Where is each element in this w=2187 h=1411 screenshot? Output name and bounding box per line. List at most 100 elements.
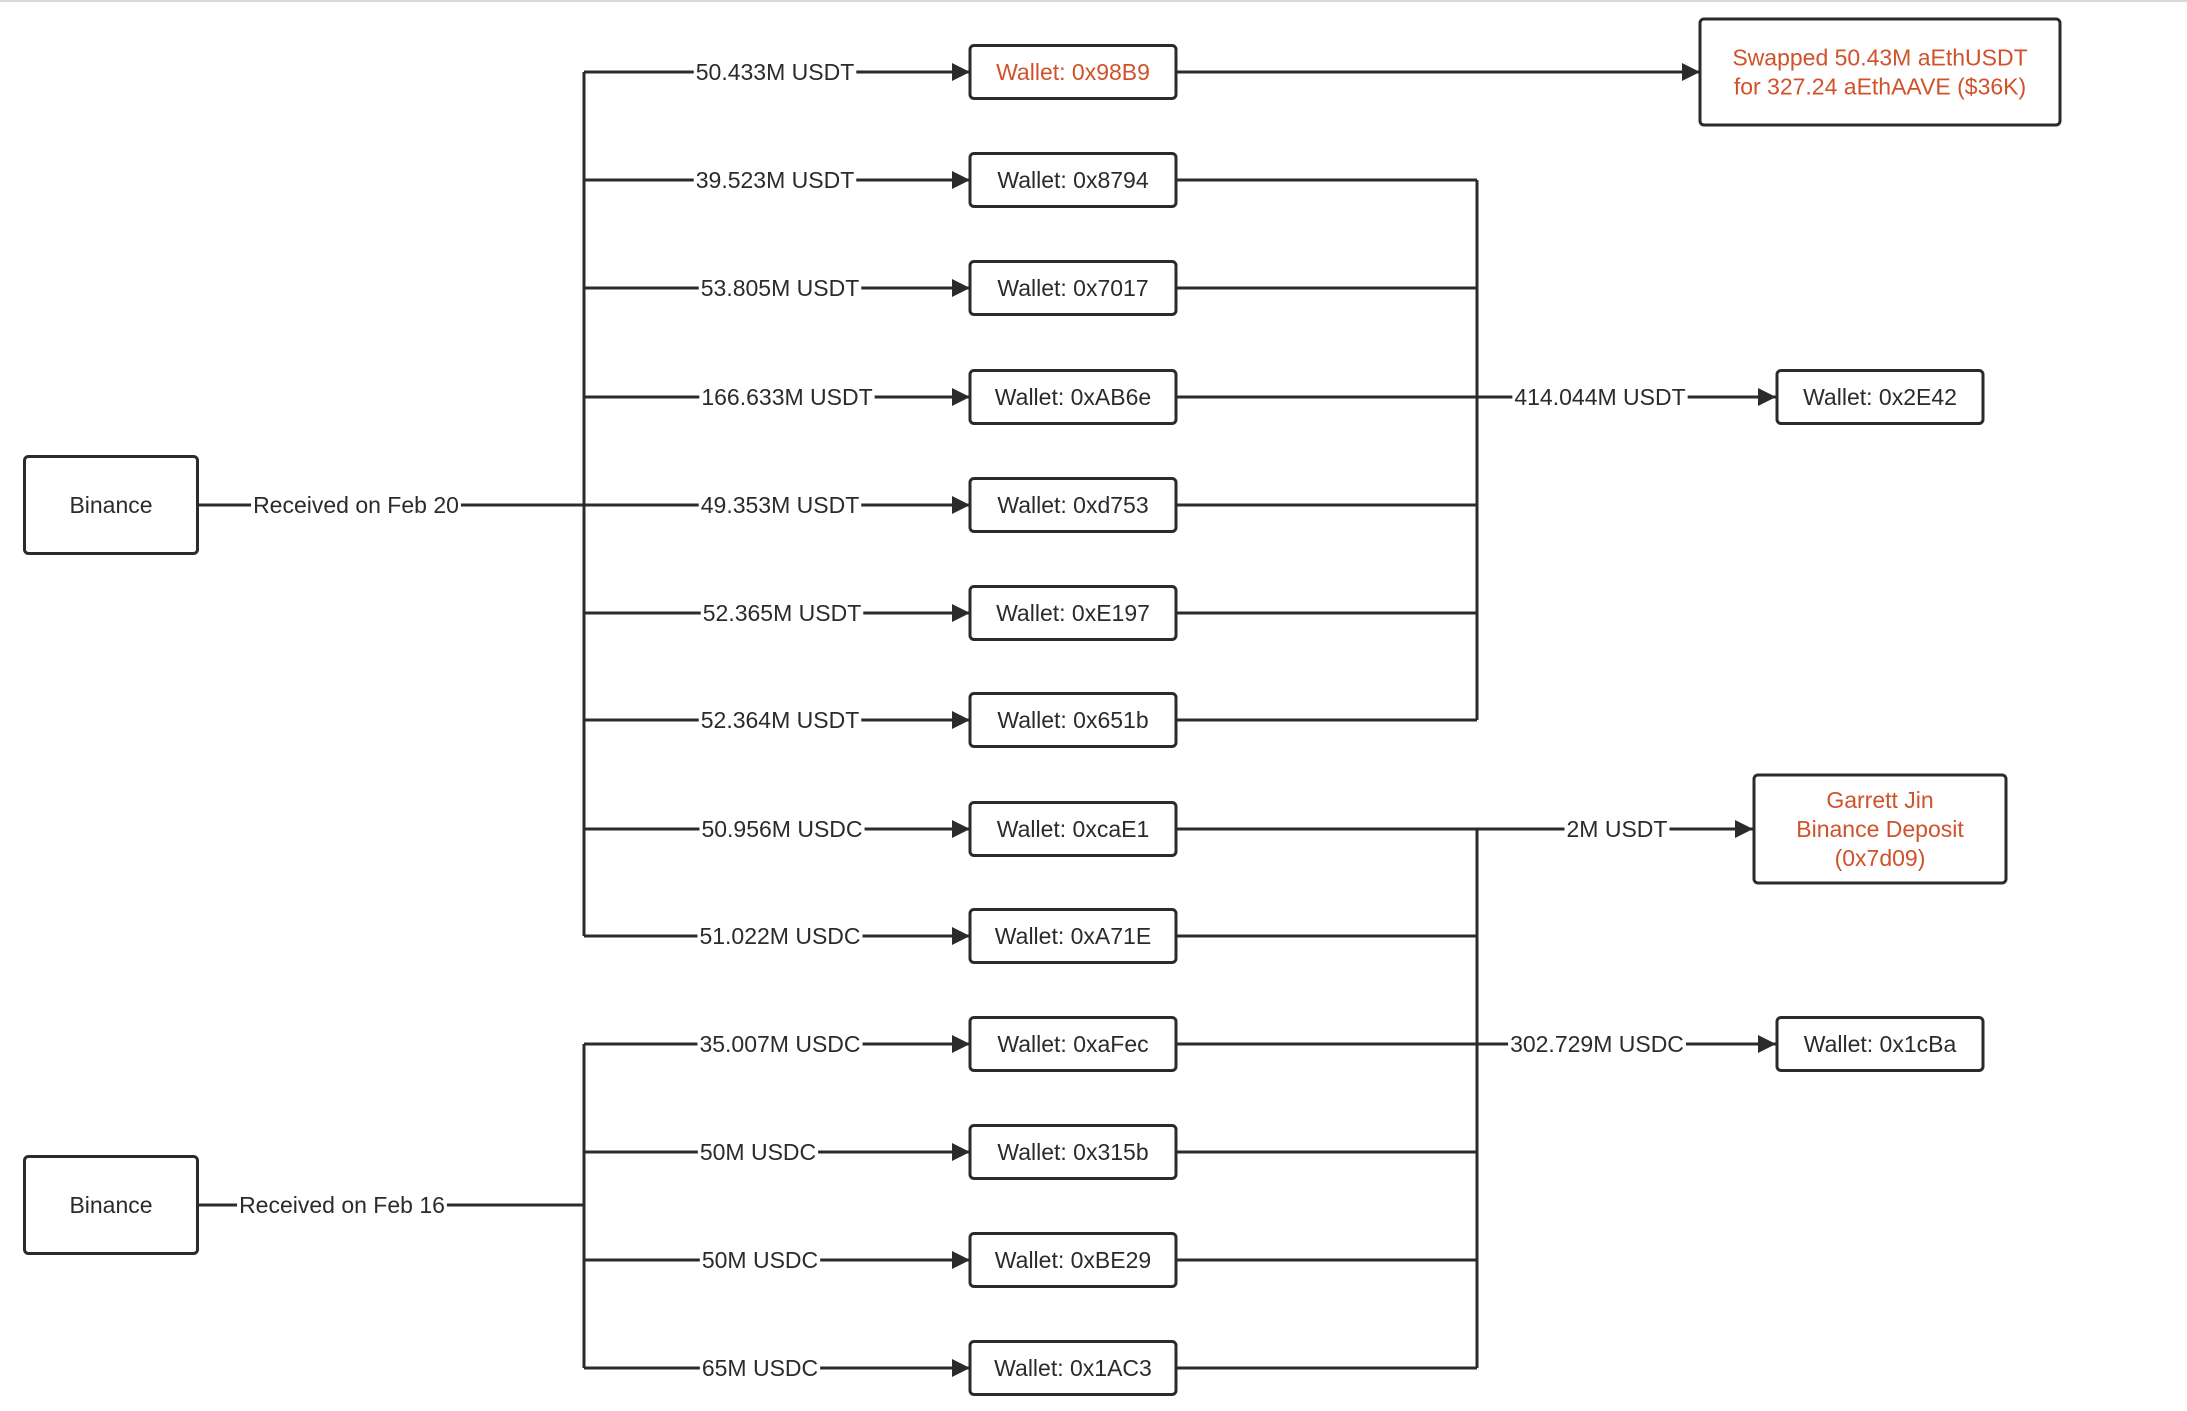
merge-amount-usdt-group: 414.044M USDT: [1512, 384, 1688, 410]
transfer-amount-wallet-0xe197: 52.365M USDT: [703, 600, 862, 626]
wallet-node-wallet-0x8794: Wallet: 0x8794: [968, 152, 1178, 208]
transfer-amount-wallet-0x98b9-group: 50.433M USDT: [693, 59, 857, 85]
transfer-amount-wallet-0x651b-group: 52.364M USDT: [698, 707, 862, 733]
transfer-amount-wallet-0x1ac3-background: [699, 1355, 821, 1381]
transfer-amount-wallet-0xd753-background: [698, 492, 862, 518]
top-border: [0, 0, 2187, 2]
transfer-amount-wallet-0xd753-group: 49.353M USDT: [698, 492, 862, 518]
transfer-amount-wallet-0xd753: 49.353M USDT: [701, 492, 860, 518]
transfer-amount-wallet-0x7017-group: 53.805M USDT: [698, 275, 862, 301]
transfer-amount-wallet-0x8794: 39.523M USDT: [696, 167, 855, 193]
wallet-node-wallet-0xcae1-box: [968, 801, 1178, 857]
wallet-node-wallet-0xcae1-text: Wallet: 0xcaE1: [997, 816, 1150, 842]
wallet-node-wallet-0x7017-box: [968, 260, 1178, 316]
wallet-node-wallet-0xcae1: Wallet: 0xcaE1: [968, 801, 1178, 857]
transfer-amount-wallet-0x98b9-background: [693, 59, 857, 85]
transfer-amount-wallet-0x8794-background: [693, 167, 857, 193]
wallet-node-wallet-0xafec: Wallet: 0xaFec: [968, 1016, 1178, 1072]
destination-wallet-1cba-box: [1775, 1016, 1985, 1072]
wallet-node-wallet-0xab6e: Wallet: 0xAB6e: [968, 369, 1178, 425]
wallet-node-wallet-0x98b9-text: Wallet: 0x98B9: [996, 59, 1150, 85]
edge-label-binance-feb16: Received on Feb 16: [239, 1192, 445, 1218]
destination-swap: Swapped 50.43M aEthUSDT for 327.24 aEthAA…: [1698, 17, 2062, 127]
edge-label-binance-feb20-background: [251, 492, 461, 518]
source-node-binance-feb16: Binance: [23, 1155, 199, 1255]
transfer-amount-wallet-0xafec-group: 35.007M USDC: [697, 1031, 863, 1057]
edge-labels: Received on Feb 20 Received on Feb 16 50.4…: [237, 59, 1688, 1381]
transfer-amount-wallet-0x651b-background: [698, 707, 862, 733]
wallet-node-wallet-0x651b: Wallet: 0x651b: [968, 692, 1178, 748]
transfer-amount-wallet-0xa71e-background: [697, 923, 863, 949]
merge-amount-usdc: 302.729M USDC: [1510, 1031, 1684, 1057]
source-node-binance-feb20: Binance: [23, 455, 199, 555]
deposit-amount-background: [1564, 816, 1670, 842]
destination-swap-box: [1698, 17, 2062, 127]
wallet-node-wallet-0x98b9: Wallet: 0x98B9: [968, 44, 1178, 100]
merge-amount-usdc-group: 302.729M USDC: [1508, 1031, 1686, 1057]
destination-wallet-2e42-box: [1775, 369, 1985, 425]
wallet-node-wallet-0x7017-text: Wallet: 0x7017: [997, 275, 1148, 301]
wallet-node-wallet-0xa71e-text: Wallet: 0xA71E: [995, 923, 1151, 949]
wallet-node-wallet-0xab6e-box: [968, 369, 1178, 425]
wallet-node-wallet-0xafec-text: Wallet: 0xaFec: [997, 1031, 1148, 1057]
transfer-amount-wallet-0x315b-background: [697, 1139, 819, 1165]
transfer-amount-wallet-0xab6e-group: 166.633M USDT: [699, 384, 875, 410]
source-node-binance-feb16-box: [23, 1155, 199, 1255]
wallet-node-wallet-0xbe29-text: Wallet: 0xBE29: [995, 1247, 1151, 1273]
source-node-binance-feb16-text: Binance: [69, 1192, 152, 1218]
transfer-amount-wallet-0x315b: 50M USDC: [700, 1139, 816, 1165]
transfer-amount-wallet-0xafec-background: [697, 1031, 863, 1057]
wallet-node-wallet-0x651b-text: Wallet: 0x651b: [997, 707, 1148, 733]
transfer-amount-wallet-0x1ac3: 65M USDC: [702, 1355, 818, 1381]
destination-wallet-1cba: Wallet: 0x1cBa: [1775, 1016, 1985, 1072]
wallet-node-wallet-0xd753-text: Wallet: 0xd753: [997, 492, 1148, 518]
wallet-node-wallet-0x1ac3: Wallet: 0x1AC3: [968, 1340, 1178, 1396]
transfer-amount-wallet-0x98b9: 50.433M USDT: [696, 59, 855, 85]
destination-swap-text-2: for 327.24 aEthAAVE ($36K): [1734, 74, 2026, 100]
transfer-amount-wallet-0xa71e: 51.022M USDC: [699, 923, 860, 949]
merge-amount-usdc-background: [1508, 1031, 1686, 1057]
wallet-node-wallet-0xe197-box: [968, 585, 1178, 641]
transfer-amount-wallet-0xafec: 35.007M USDC: [699, 1031, 860, 1057]
wallet-node-wallet-0xd753: Wallet: 0xd753: [968, 477, 1178, 533]
destination-garrett-jin-deposit-box: [1752, 773, 2008, 885]
wallet-node-wallet-0x315b-text: Wallet: 0x315b: [997, 1139, 1148, 1165]
wallet-node-wallet-0x1ac3-text: Wallet: 0x1AC3: [994, 1355, 1152, 1381]
wallet-node-wallet-0xafec-box: [968, 1016, 1178, 1072]
transfer-amount-wallet-0x1ac3-group: 65M USDC: [699, 1355, 821, 1381]
destination-wallet-2e42-text: Wallet: 0x2E42: [1803, 384, 1957, 410]
wallet-node-wallet-0x315b: Wallet: 0x315b: [968, 1124, 1178, 1180]
edge-label-binance-feb16-background: [237, 1192, 447, 1218]
transfer-amount-wallet-0xab6e: 166.633M USDT: [701, 384, 872, 410]
wallet-node-wallet-0x8794-box: [968, 152, 1178, 208]
wallet-node-wallet-0x98b9-box: [968, 44, 1178, 100]
wallet-node-wallet-0x1ac3-box: [968, 1340, 1178, 1396]
destination-swap-text-1: Swapped 50.43M aEthUSDT: [1732, 45, 2027, 71]
source-node-binance-feb20-box: [23, 455, 199, 555]
wallet-node-wallet-0xbe29: Wallet: 0xBE29: [968, 1232, 1178, 1288]
transfer-amount-wallet-0x315b-group: 50M USDC: [697, 1139, 819, 1165]
wallet-node-wallet-0x315b-box: [968, 1124, 1178, 1180]
transfer-amount-wallet-0xbe29: 50M USDC: [702, 1247, 818, 1273]
wallet-node-wallet-0xa71e-box: [968, 908, 1178, 964]
destination-wallet-1cba-text: Wallet: 0x1cBa: [1804, 1031, 1957, 1057]
destination-garrett-jin-deposit-text-1: Garrett Jin: [1826, 787, 1933, 813]
wallet-node-wallet-0xbe29-box: [968, 1232, 1178, 1288]
transfer-amount-wallet-0xcae1-background: [699, 816, 865, 842]
edge-label-binance-feb20: Received on Feb 20: [253, 492, 459, 518]
deposit-amount-group: 2M USDT: [1564, 816, 1670, 842]
transfer-amount-wallet-0xbe29-group: 50M USDC: [699, 1247, 821, 1273]
transfer-amount-wallet-0x651b: 52.364M USDT: [701, 707, 860, 733]
wallet-node-wallet-0xe197-text: Wallet: 0xE197: [996, 600, 1150, 626]
wallet-node-wallet-0xab6e-text: Wallet: 0xAB6e: [995, 384, 1151, 410]
transfer-amount-wallet-0xe197-background: [700, 600, 864, 626]
transfer-amount-wallet-0xe197-group: 52.365M USDT: [700, 600, 864, 626]
edge-label-binance-feb16-group: Received on Feb 16: [237, 1192, 447, 1218]
wallet-node-wallet-0x651b-box: [968, 692, 1178, 748]
transfer-amount-wallet-0xa71e-group: 51.022M USDC: [697, 923, 863, 949]
transfer-amount-wallet-0xcae1-group: 50.956M USDC: [699, 816, 865, 842]
transfer-amount-wallet-0xab6e-background: [699, 384, 875, 410]
